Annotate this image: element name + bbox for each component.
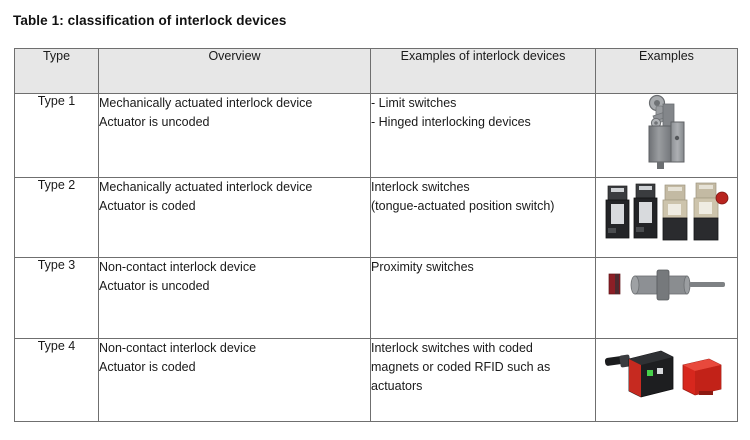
cell-example-image: [595, 93, 738, 178]
cell-examples-list: - Limit switches - Hinged interlocking d…: [370, 93, 596, 178]
cell-overview: Non-contact interlock device Actuator is…: [98, 338, 371, 422]
interlock-switches-photo: [596, 178, 737, 248]
table-row: Type 3 Non-contact interlock device Actu…: [14, 257, 738, 339]
overview-line: Actuator is coded: [99, 360, 196, 374]
cell-example-image: [595, 338, 738, 422]
example-line: Interlock switches with coded: [371, 341, 533, 355]
example-line: (tongue-actuated position switch): [371, 199, 555, 213]
overview-line: Non-contact interlock device: [99, 341, 257, 355]
cell-overview: Non-contact interlock device Actuator is…: [98, 257, 371, 339]
example-line: Proximity switches: [371, 260, 474, 274]
table-header: Type Overview Examples of interlock devi…: [14, 48, 738, 94]
example-line: Interlock switches: [371, 180, 470, 194]
interlock-switch-group-icon: [605, 182, 728, 241]
cell-overview: Mechanically actuated interlock device A…: [98, 177, 371, 258]
overview-line: Actuator is uncoded: [99, 279, 210, 293]
column-header-examples-of-interlock-devices: Examples of interlock devices: [370, 48, 596, 94]
interlock-classification-table: Type Overview Examples of interlock devi…: [14, 48, 738, 422]
overview-line: Non-contact interlock device: [99, 260, 257, 274]
cell-overview: Mechanically actuated interlock device A…: [98, 93, 371, 178]
cell-type: Type 2: [14, 177, 99, 258]
column-header-overview: Overview: [98, 48, 371, 94]
limit-switch-icon: [648, 94, 684, 169]
cell-type: Type 4: [14, 338, 99, 422]
overview-line: Mechanically actuated interlock device: [99, 180, 313, 194]
table-body: Type 1 Mechanically actuated interlock d…: [14, 93, 738, 422]
rfid-interlock-photo: [596, 339, 737, 405]
table-row: Type 2 Mechanically actuated interlock d…: [14, 177, 738, 258]
cell-type: Type 3: [14, 257, 99, 339]
rfid-interlock-icon: [604, 350, 721, 398]
cell-example-image: [595, 177, 738, 258]
table-row: Type 1 Mechanically actuated interlock d…: [14, 93, 738, 178]
proximity-switch-icon: [608, 269, 725, 301]
table-container: Type Overview Examples of interlock devi…: [14, 48, 738, 422]
overview-line: Actuator is uncoded: [99, 115, 210, 129]
cell-examples-list: Proximity switches: [370, 257, 596, 339]
example-line: actuators: [371, 379, 423, 393]
overview-line: Mechanically actuated interlock device: [99, 96, 313, 110]
page-title: Table 1: classification of interlock dev…: [13, 13, 287, 28]
cell-examples-list: Interlock switches with coded magnets or…: [370, 338, 596, 422]
example-line: magnets or coded RFID such as: [371, 360, 551, 374]
proximity-switch-photo: [596, 258, 737, 310]
example-line: - Hinged interlocking devices: [371, 115, 531, 129]
cell-examples-list: Interlock switches (tongue-actuated posi…: [370, 177, 596, 258]
column-header-examples: Examples: [595, 48, 738, 94]
table-row: Type 4 Non-contact interlock device Actu…: [14, 338, 738, 422]
cell-type: Type 1: [14, 93, 99, 178]
header-row: Type Overview Examples of interlock devi…: [14, 48, 738, 94]
overview-line: Actuator is coded: [99, 199, 196, 213]
limit-switch-photo: [596, 94, 737, 170]
cell-example-image: [595, 257, 738, 339]
example-line: - Limit switches: [371, 96, 457, 110]
column-header-type: Type: [14, 48, 99, 94]
